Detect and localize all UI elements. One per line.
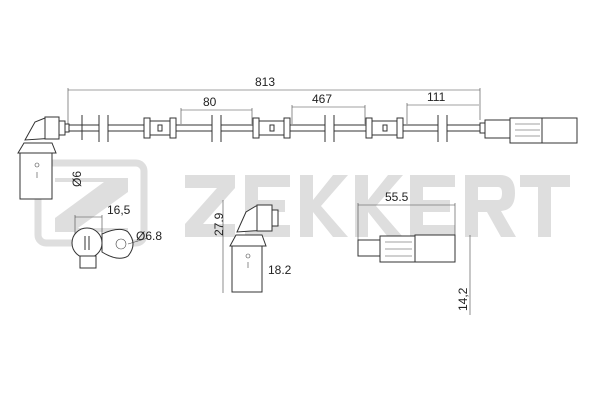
label-diameter-6-8: Ø6.8: [136, 229, 162, 243]
label-111: 111: [427, 90, 446, 104]
sensor-top-view: 16,5 Ø6.8: [71, 203, 162, 269]
dimension-total-length: 813: [67, 75, 481, 124]
cable-clip-2: [252, 117, 291, 139]
cable-clip-1: [143, 117, 177, 139]
dimension-111: 111: [406, 90, 479, 124]
dimension-467: 467: [291, 92, 366, 124]
dimension-cable-diameter: Ø6: [70, 171, 84, 187]
sensor-side-view: [17, 116, 70, 200]
connector-dimensioned-view: 55.5 14,2: [357, 190, 471, 315]
label-16-5: 16,5: [107, 203, 131, 217]
label-55-5: 55.5: [385, 190, 409, 204]
sensor-dimensioned-view: 27.9 18.2: [212, 200, 292, 293]
label-diameter-6: Ø6: [70, 171, 84, 187]
cable-clip-3: [365, 117, 404, 139]
dimension-80: 80: [180, 95, 253, 124]
label-467: 467: [312, 92, 332, 106]
label-813: 813: [255, 75, 275, 89]
label-14-2: 14,2: [456, 287, 470, 311]
label-18-2: 18.2: [268, 263, 292, 277]
end-connector: [479, 117, 578, 144]
label-80: 80: [203, 95, 217, 109]
label-27-9: 27.9: [212, 212, 226, 236]
